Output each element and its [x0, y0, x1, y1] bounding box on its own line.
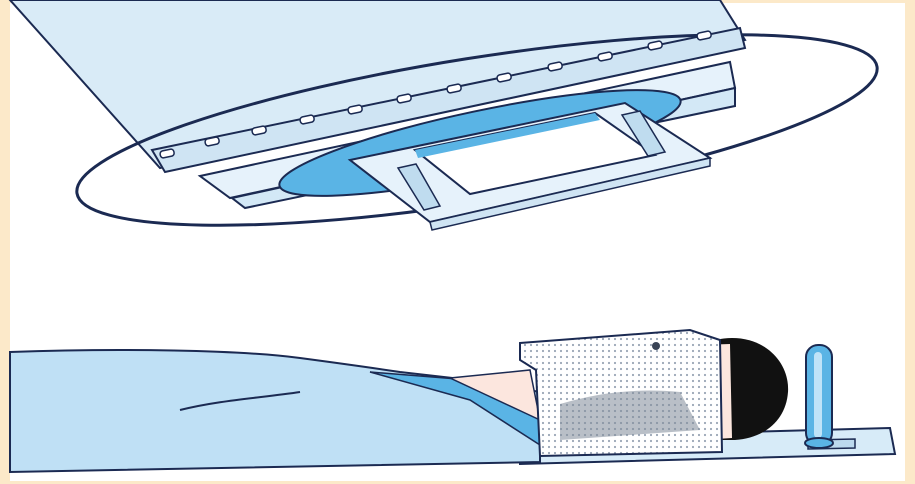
post-base: [805, 438, 833, 448]
post-highlight: [814, 352, 822, 438]
head-rest-post: [805, 345, 833, 448]
thermoplastic-mask: [520, 330, 722, 456]
mask-eye: [652, 342, 660, 350]
